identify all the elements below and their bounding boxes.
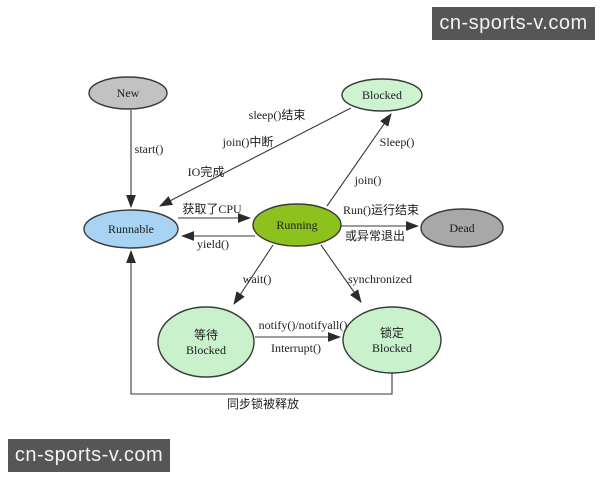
edge-label-got-cpu: 获取了CPU (182, 202, 242, 216)
edge-running-to-lock-blocked (320, 244, 362, 303)
node-wait-blocked-label-zh: 等待 (194, 328, 218, 342)
edge-label-abnormal-exit: 或异常退出 (345, 229, 405, 243)
edge-label-yield: yield() (197, 237, 229, 251)
node-lock-blocked: 锁定 Blocked (342, 306, 442, 374)
edge-lock-released-feedback (126, 249, 393, 395)
edge-running-to-blocked (326, 113, 392, 207)
node-blocked-shape (341, 78, 423, 112)
edge-label-start: start() (135, 142, 164, 156)
edge-label-lock-released: 同步锁被释放 (227, 396, 299, 411)
node-new-shape (88, 76, 168, 110)
edge-label-synchronized: synchronized (348, 272, 412, 286)
node-dead: Dead (420, 208, 504, 248)
node-lock-blocked-shape (342, 306, 442, 374)
edge-label-io-done: IO完成 (188, 164, 225, 179)
edge-label-wait: wait() (243, 272, 272, 286)
node-runnable: Runnable (83, 209, 179, 249)
node-dead-label: Dead (449, 221, 474, 235)
node-running-label: Running (276, 218, 317, 232)
node-blocked-label: Blocked (362, 88, 402, 102)
node-new: New (88, 76, 168, 110)
node-lock-blocked-label-en: Blocked (372, 341, 412, 355)
watermark-top: cn-sports-v.com (432, 7, 595, 40)
edge-label-join: join() (354, 173, 382, 187)
edge-running-to-wait-blocked (233, 244, 274, 305)
node-blocked: Blocked (341, 78, 423, 112)
node-runnable-label: Runnable (108, 222, 154, 236)
watermark-bottom: cn-sports-v.com (8, 439, 170, 472)
edge-label-run-end: Run()运行结束 (343, 203, 419, 217)
node-wait-blocked-shape (157, 306, 255, 378)
edge-label-interrupt: Interrupt() (271, 341, 321, 355)
edge-label-join-interrupt: join()中断 (222, 134, 274, 149)
edge-blocked-to-runnable (159, 107, 352, 207)
node-wait-blocked: 等待 Blocked (157, 306, 255, 378)
node-dead-shape (420, 208, 504, 248)
edge-label-sleep-end: sleep()结束 (249, 108, 306, 122)
node-running-shape (252, 203, 342, 247)
edge-label-notify: notify()/notifyall() (259, 318, 348, 332)
node-new-label: New (117, 86, 140, 100)
node-lock-blocked-label-zh: 锁定 (380, 325, 404, 340)
node-wait-blocked-label-en: Blocked (186, 343, 226, 357)
node-running: Running (252, 203, 342, 247)
edge-label-sleep: Sleep() (380, 135, 415, 149)
node-runnable-shape (83, 209, 179, 249)
